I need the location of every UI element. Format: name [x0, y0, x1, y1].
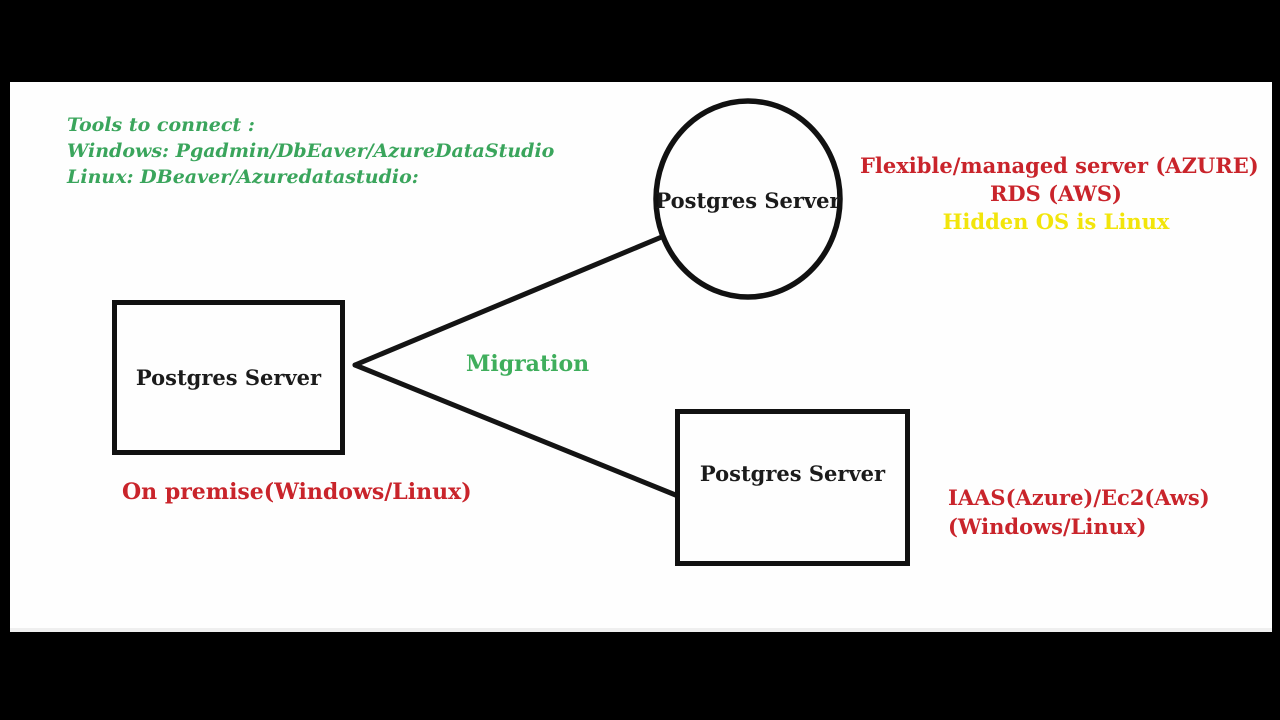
- iaas-server-caption: IAAS(Azure)/Ec2(Aws) (Windows/Linux): [948, 483, 1210, 541]
- tools-note-line-2: Windows: Pgadmin/DbEaver/AzureDataStudio: [67, 140, 555, 162]
- tools-note-line-1: Tools to connect :: [67, 114, 255, 136]
- managed-caption-line-2: RDS (AWS): [989, 181, 1122, 206]
- tools-note: Tools to connect : Windows: Pgadmin/DbEa…: [67, 112, 554, 190]
- managed-server-label: Postgres Server: [655, 187, 841, 213]
- source-server-label: Postgres Server: [135, 365, 322, 390]
- migration-edge-label: Migration: [466, 351, 590, 377]
- iaas-server-node: Postgres Server: [675, 409, 910, 566]
- managed-caption-line-3: Hidden OS is Linux: [942, 209, 1170, 234]
- managed-caption-line-1: Flexible/managed server (AZURE): [860, 153, 1259, 178]
- source-server-node: Postgres Server: [112, 300, 345, 455]
- source-server-caption: On premise(Windows/Linux): [122, 479, 472, 505]
- iaas-server-label: Postgres Server: [699, 461, 886, 486]
- iaas-caption-line-1: IAAS(Azure)/Ec2(Aws): [948, 485, 1210, 510]
- managed-server-node: Postgres Server: [655, 102, 841, 298]
- managed-server-caption: Flexible/managed server (AZURE) RDS (AWS…: [860, 152, 1259, 236]
- tools-note-line-3: Linux: DBeaver/Azuredatastudio:: [67, 166, 419, 188]
- iaas-caption-line-2: (Windows/Linux): [948, 514, 1147, 539]
